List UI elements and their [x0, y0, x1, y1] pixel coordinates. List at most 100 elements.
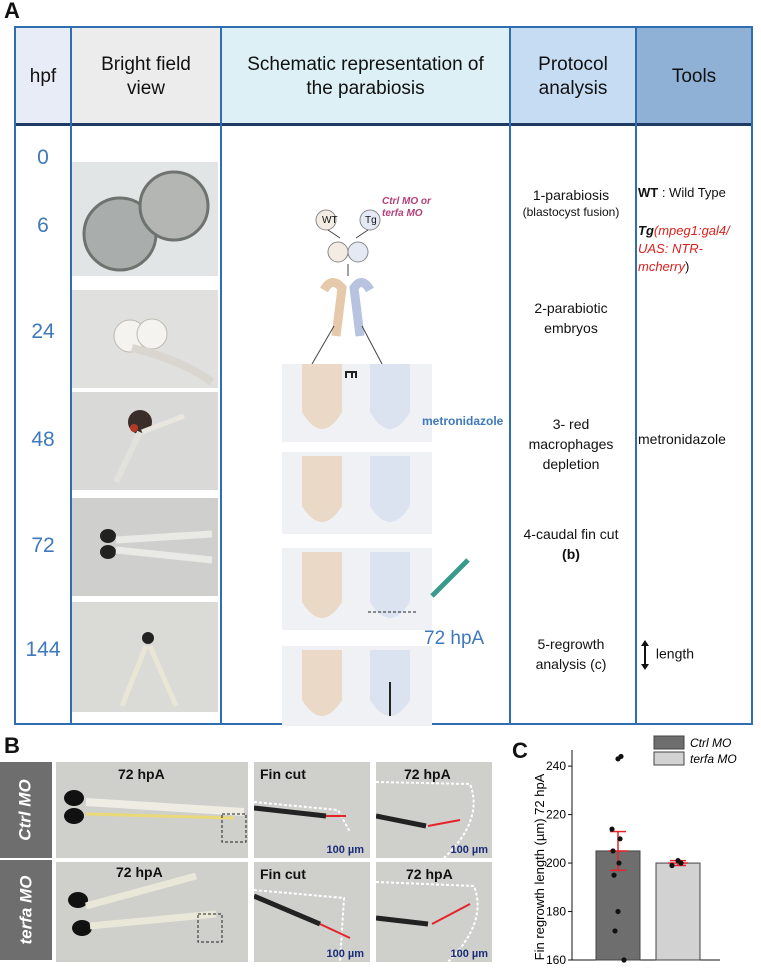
header-bright-field: Bright field view	[72, 28, 220, 125]
image-label: 72 hpA	[116, 864, 163, 880]
schematic-metronidazole-label: metronidazole	[422, 414, 504, 428]
protocol-step-4: 4-caudal fin cut (b)	[511, 524, 631, 564]
image-terfa-72hpa-zoom: 72 hpA 100 µm	[376, 862, 492, 962]
image-terfa-fin-cut: Fin cut 100 µm	[254, 862, 370, 962]
scale-bar-label: 100 µm	[450, 844, 488, 856]
panel-b-letter: B	[4, 733, 20, 758]
protocol-step-2: 2-parabiotic embryos	[534, 300, 608, 336]
row-label-ctrl-mo: Ctrl MO	[0, 762, 52, 858]
bright-field-photo-72hpf	[72, 498, 218, 596]
hpf-value: 72	[31, 534, 55, 557]
header-protocol-label: Protocol analysis	[538, 53, 608, 99]
header-hpf: hpf	[16, 28, 70, 125]
protocol-step-subtext: (blastocyst fusion)	[522, 205, 620, 219]
tool-metronidazole: metronidazole	[638, 431, 726, 447]
row-label-terfa-mo: terfa MO	[0, 860, 52, 960]
data-point	[612, 928, 618, 934]
tool-tg-close: )	[684, 259, 690, 274]
tool-tg-abbr: Tg	[638, 223, 654, 238]
image-ctrl-fin-cut: Fin cut 100 µm	[254, 762, 370, 858]
data-point	[617, 836, 623, 842]
y-axis-label: Fin regrowth length (µm) 72 hpA	[532, 773, 547, 960]
column-divider	[509, 28, 511, 723]
row-label-text: terfa MO	[16, 875, 35, 945]
header-tools: Tools	[637, 28, 751, 125]
hpf-value: 144	[25, 638, 61, 661]
image-label: Fin cut	[260, 766, 306, 782]
protocol-step-subtext: (b)	[562, 546, 580, 562]
legend-label: Ctrl MO	[690, 736, 731, 750]
y-tick-label: 160	[546, 953, 566, 967]
double-arrow-icon	[641, 640, 649, 670]
data-point	[618, 753, 624, 760]
hpf-value: 6	[37, 214, 49, 237]
column-divider	[635, 28, 637, 723]
image-label: Fin cut	[260, 866, 306, 882]
parabiosis-schematic	[282, 209, 470, 726]
data-point	[678, 860, 684, 866]
image-ctrl-72hpa: 72 hpA	[56, 762, 248, 858]
image-label: 72 hpA	[118, 766, 165, 782]
data-point	[609, 826, 615, 832]
image-terfa-72hpa: 72 hpA	[56, 862, 248, 962]
tool-wt-abbr: WT	[638, 185, 659, 200]
protocol-step-5: 5-regrowth analysis (c)	[535, 636, 607, 672]
panel-c-letter: C	[512, 738, 528, 763]
tool-length-label: length	[655, 645, 695, 662]
tool-tg-desc: (mpeg1:gal4/ UAS: NTR-mcherry	[638, 223, 730, 274]
legend-label: terfa MO	[690, 752, 737, 766]
column-divider	[70, 28, 72, 723]
header-tools-label: Tools	[671, 65, 717, 87]
legend-swatch	[653, 751, 685, 766]
y-tick-label: 200	[546, 856, 566, 870]
header-schematic-label: Schematic representation of the parabios…	[247, 53, 484, 99]
panel-a-letter: A	[4, 0, 20, 23]
bar-terfa-mo	[655, 862, 701, 961]
scale-bar-label: 100 µm	[326, 844, 364, 856]
scale-bar-label: 100 µm	[326, 948, 364, 960]
protocol-step-1: 1-parabiosis (blastocyst fusion)	[511, 185, 631, 219]
header-schematic: Schematic representation of the parabios…	[222, 28, 509, 125]
data-point	[610, 848, 616, 854]
data-point	[621, 957, 627, 963]
hpf-value: 24	[31, 320, 55, 343]
header-hpf-label: hpf	[29, 65, 57, 87]
y-tick-label: 240	[546, 759, 566, 773]
schematic-wt-label: WT	[322, 215, 338, 226]
protocol-table: hpf Bright field view Schematic represen…	[14, 26, 753, 726]
y-tick-label: 220	[546, 808, 566, 822]
bright-field-photo-6hpf	[72, 162, 218, 276]
column-divider	[220, 28, 222, 723]
image-label: 72 hpA	[406, 866, 453, 882]
schematic-hpa-label: 72 hpA	[424, 628, 485, 649]
header-bright-field-label: Bright field view	[101, 53, 191, 99]
y-tick-label: 180	[546, 905, 566, 919]
hpf-value: 0	[37, 146, 49, 169]
bright-field-photo-48hpf	[72, 392, 218, 490]
data-point	[616, 860, 622, 866]
data-point	[615, 908, 621, 915]
protocol-step-text: 4-caudal fin cut	[523, 526, 619, 542]
header-divider	[16, 123, 751, 126]
hpf-value: 48	[31, 428, 55, 451]
bright-field-photo-24hpf	[72, 290, 218, 388]
tool-wt-desc: : Wild Type	[658, 185, 726, 200]
header-protocol: Protocol analysis	[511, 28, 635, 125]
protocol-step-text: 1-parabiosis	[532, 187, 610, 203]
data-point	[611, 872, 617, 878]
bright-field-photo-144hpf	[72, 602, 218, 712]
tool-tg: Tg(mpeg1:gal4/ UAS: NTR-mcherry)	[638, 222, 753, 276]
schematic-tg-label: Tg	[365, 215, 377, 226]
image-ctrl-72hpa-zoom: 72 hpA 100 µm	[376, 762, 492, 858]
tool-wt: WT : Wild Type	[638, 184, 753, 202]
scale-bar-label: 100 µm	[450, 948, 488, 960]
row-label-text: Ctrl MO	[16, 779, 36, 841]
schematic-tile	[282, 364, 432, 442]
image-label: 72 hpA	[404, 766, 451, 782]
schematic-mo-label: Ctrl MO or terfa MO	[382, 196, 431, 219]
legend-swatch	[653, 735, 685, 750]
data-point	[669, 862, 675, 869]
tool-length: length	[638, 638, 753, 672]
protocol-step-3: 3- red macrophages depletion	[528, 416, 614, 472]
